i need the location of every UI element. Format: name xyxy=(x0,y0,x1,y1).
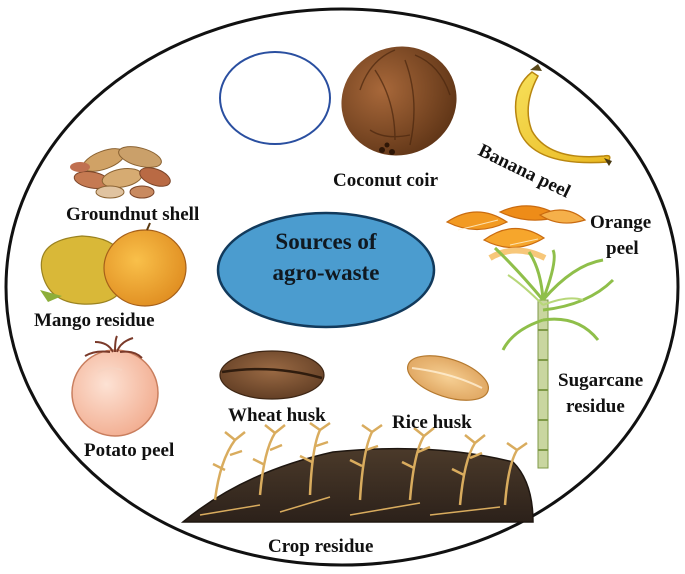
title-line-1: Sources of xyxy=(275,229,377,254)
label-mango-residue: Mango residue xyxy=(34,310,155,331)
label-sugarcane-line-2: residue xyxy=(566,396,625,417)
wheat-illustration xyxy=(219,350,325,400)
label-crop-residue: Crop residue xyxy=(268,536,374,557)
label-orange-line-2: peel xyxy=(606,238,639,259)
groundnut-illustration xyxy=(70,146,171,199)
orange-illustration xyxy=(445,205,587,261)
label-sugarcane-line-1: Sugarcane xyxy=(558,370,644,391)
label-orange-line-1: Orange xyxy=(590,212,652,233)
rice-illustration xyxy=(407,355,489,401)
label-groundnut-shell: Groundnut shell xyxy=(66,204,200,225)
banana-illustration xyxy=(514,64,612,166)
potato-illustration xyxy=(71,335,159,437)
label-rice-husk: Rice husk xyxy=(392,412,472,433)
label-potato-peel: Potato peel xyxy=(84,440,175,461)
label-coconut-coir: Coconut coir xyxy=(333,170,439,191)
title-line-2: agro-waste xyxy=(272,260,380,285)
sugarcane-illustration xyxy=(493,246,615,469)
label-wheat-husk: Wheat husk xyxy=(228,405,326,426)
diagram-title: Sources of agro-waste xyxy=(218,226,434,288)
mango-illustration xyxy=(40,222,187,307)
crop-illustration xyxy=(180,421,534,523)
empty-ring xyxy=(219,51,331,145)
coconut-illustration xyxy=(341,46,457,156)
outer-boundary xyxy=(4,7,680,567)
center-ellipse xyxy=(216,211,436,329)
